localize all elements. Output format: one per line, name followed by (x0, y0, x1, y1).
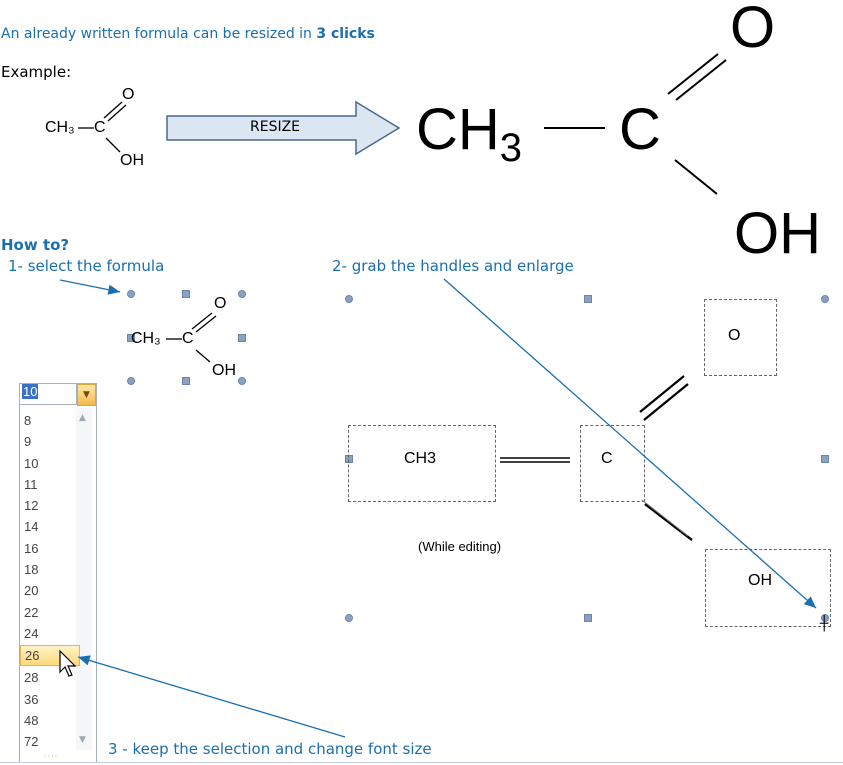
selected-formula[interactable]: CH₃ C O OH (124, 288, 248, 388)
scroll-down-icon[interactable]: ▼ (79, 735, 86, 745)
font-size-input[interactable]: 10 (19, 383, 77, 405)
resize-arrow-icon (166, 100, 401, 156)
font-size-option[interactable]: 8 (24, 413, 32, 428)
formula-big-ch: CH (416, 97, 500, 162)
bottom-divider (0, 762, 843, 763)
selected-formula-bonds (166, 312, 217, 363)
selection-handle[interactable] (238, 377, 246, 385)
selection-handle[interactable] (127, 334, 135, 342)
font-size-option[interactable]: 12 (24, 498, 39, 514)
edit-box-oh-label: OH (748, 572, 772, 589)
editing-canvas[interactable]: CH3 C O OH ┼ (340, 290, 840, 632)
font-size-option[interactable]: 28 (24, 670, 39, 686)
font-size-option[interactable]: 9 (24, 434, 32, 450)
font-size-option[interactable]: 11 (24, 476, 38, 492)
editing-bonds (500, 375, 693, 541)
formula-small-ch3: CH₃ (45, 119, 75, 136)
resize-handle[interactable] (584, 295, 592, 303)
scroll-up-icon[interactable]: ▲ (79, 413, 86, 423)
resize-arrow-label: RESIZE (250, 119, 301, 135)
selected-formula-ch3: CH₃ (131, 330, 161, 347)
font-size-option[interactable]: 20 (24, 583, 39, 599)
selection-handle[interactable] (238, 290, 246, 298)
formula-big: CH3 C O OH (410, 0, 840, 270)
edit-box-ch3-label: CH3 (404, 450, 437, 467)
selection-handle[interactable] (182, 290, 190, 298)
step2-label: 2- grab the handles and enlarge (332, 257, 574, 275)
intro-text-main: An already written formula can be resize… (1, 26, 317, 42)
step1-label: 1- select the formula (8, 257, 165, 275)
selection-handle[interactable] (127, 290, 135, 298)
font-size-option[interactable]: 48 (24, 712, 39, 728)
font-size-dropdown-button[interactable]: ▼ (77, 384, 96, 406)
mouse-pointer-icon (59, 650, 77, 677)
formula-small-c: C (94, 119, 106, 136)
resize-handle[interactable] (345, 614, 353, 622)
font-size-option[interactable]: 16 (24, 540, 39, 556)
formula-small-oh: OH (120, 152, 144, 169)
chevron-down-icon: ▼ (83, 390, 90, 400)
resize-cursor-icon: ┼ (820, 616, 829, 632)
font-size-option[interactable]: 10 (24, 455, 39, 471)
font-size-option[interactable]: 14 (24, 519, 39, 535)
resize-handle-active[interactable] (821, 614, 829, 622)
resize-grip-icon[interactable]: ···· (44, 752, 59, 761)
callout-arrow-step3 (77, 655, 346, 738)
selected-formula-oh: OH (212, 362, 236, 379)
resize-handle[interactable] (345, 455, 353, 463)
callout-arrow-step1 (59, 279, 121, 295)
resize-handle[interactable] (345, 295, 353, 303)
font-size-option[interactable]: 36 (24, 691, 39, 707)
callout-arrow-step2 (443, 278, 817, 609)
formula-small-o: O (122, 86, 135, 103)
formula-small-bonds (78, 101, 127, 153)
edit-box-c-label: C (601, 450, 613, 467)
example-label: Example: (1, 63, 72, 81)
font-size-option[interactable]: 18 (24, 562, 39, 578)
intro-text-bold: 3 clicks (316, 26, 375, 42)
selection-handle[interactable] (127, 377, 135, 385)
resize-handle[interactable] (821, 295, 829, 303)
formula-big-ch3: CH3 (416, 96, 522, 170)
edit-box-oh[interactable] (705, 549, 831, 627)
formula-big-c: C (619, 97, 661, 162)
edit-box-ch3[interactable] (348, 425, 496, 502)
formula-small: CH₃ C O OH (40, 84, 160, 174)
font-size-option[interactable]: 22 (24, 604, 39, 620)
editing-caption: (While editing) (418, 539, 502, 554)
formula-big-sub: 3 (499, 126, 523, 170)
formula-big-o: O (730, 0, 776, 60)
formula-big-oh: OH (734, 201, 821, 266)
howto-title: How to? (1, 236, 70, 254)
resize-arrow: RESIZE (166, 100, 402, 156)
edit-box-o-label: O (728, 327, 741, 344)
formula-big-bonds (544, 53, 727, 195)
selection-handle[interactable] (238, 334, 246, 342)
step3-label: 3 - keep the selection and change font s… (108, 740, 432, 758)
edit-box-o[interactable] (704, 299, 777, 376)
edit-box-c[interactable] (580, 425, 645, 502)
intro-text: An already written formula can be resize… (1, 26, 375, 42)
resize-handle[interactable] (821, 455, 829, 463)
font-size-option[interactable]: 24 (24, 625, 39, 641)
selected-formula-c: C (182, 330, 194, 347)
resize-handle[interactable] (584, 614, 592, 622)
selection-handle[interactable] (182, 377, 190, 385)
selected-formula-o: O (214, 295, 227, 312)
font-size-option[interactable]: 72 (24, 734, 39, 750)
font-size-value: 10 (22, 384, 39, 399)
